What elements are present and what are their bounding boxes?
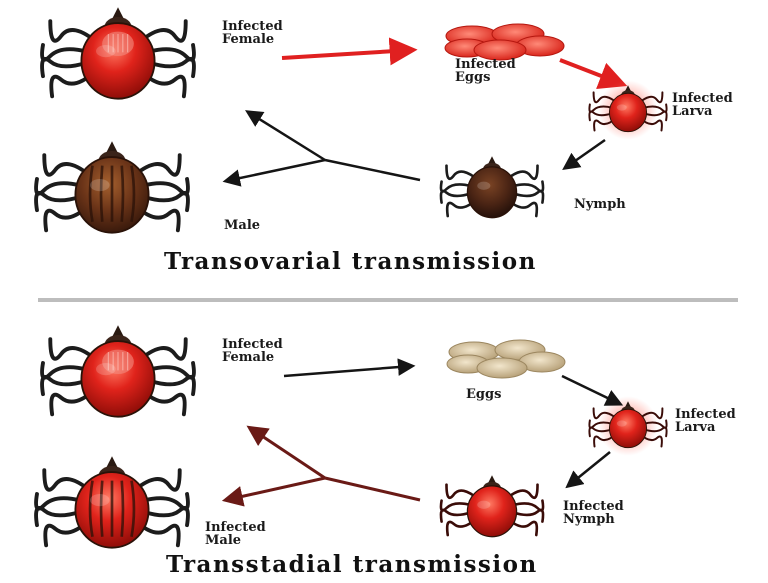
label-infected-larva-bottom: Infected Larva <box>675 408 736 434</box>
label-eggs-bottom: Eggs <box>466 388 501 401</box>
label-infected-female-bottom: Infected Female <box>222 338 283 364</box>
label-infected-female-top: Infected Female <box>222 20 283 46</box>
title-transstadial: Transstadial transmission <box>166 551 538 578</box>
infected-eggs-top <box>445 24 564 60</box>
arrow-branch-to-female-top <box>248 112 325 160</box>
plain-eggs-bottom <box>447 340 565 378</box>
arrow-nymph-branch-top <box>325 160 420 180</box>
nymph-tick-top <box>441 156 543 218</box>
label-nymph-top: Nymph <box>574 198 626 211</box>
arrow-larva-to-nymph-top <box>565 140 605 168</box>
arrow-female-to-eggs-top <box>282 50 412 58</box>
label-infected-larva-top: Infected Larva <box>672 92 733 118</box>
arrow-nymph-branch-bottom <box>325 478 420 500</box>
larva-tick-bottom <box>589 396 666 456</box>
arrow-female-to-eggs-bottom <box>284 366 412 376</box>
label-infected-nymph-bottom: Infected Nymph <box>563 500 624 526</box>
female-tick-top <box>42 7 194 99</box>
nymph-tick-bottom <box>441 475 543 537</box>
label-male-top: Male <box>224 219 260 232</box>
title-transovarial: Transovarial transmission <box>164 248 537 275</box>
male-tick-bottom <box>36 456 188 548</box>
arrow-eggs-to-larva-top <box>560 60 622 84</box>
arrow-branch-to-male-bottom <box>226 478 325 500</box>
arrow-branch-to-male-top <box>226 160 325 181</box>
panel-divider <box>38 298 738 302</box>
arrow-eggs-to-larva-bottom <box>562 376 620 404</box>
label-infected-male-bottom: Infected Male <box>205 521 266 547</box>
label-infected-eggs-top: Infected Eggs <box>455 58 516 84</box>
larva-tick-top <box>589 80 666 140</box>
female-tick-bottom <box>42 325 194 417</box>
arrow-branch-to-female-bottom <box>250 428 325 478</box>
male-tick-top <box>36 141 188 233</box>
arrow-larva-to-nymph-bottom <box>568 452 610 486</box>
